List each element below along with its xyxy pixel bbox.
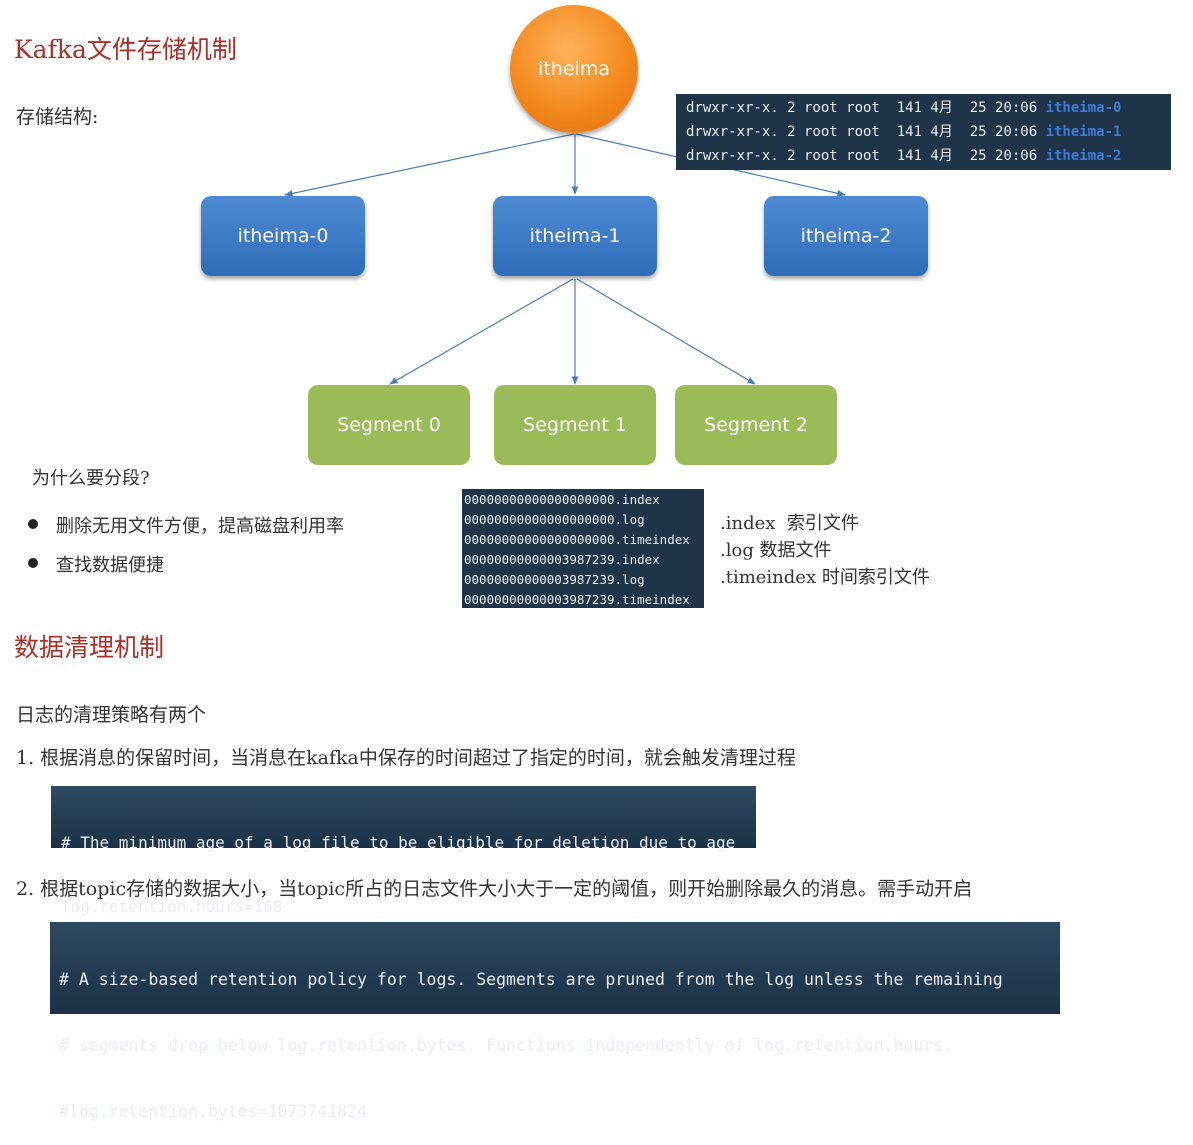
edge-p1-s2: [576, 278, 756, 385]
file-row: 00000000000003987239.index: [464, 552, 660, 567]
file-legend: .index 索引文件 .log 数据文件 .timeindex 时间索引文件: [720, 510, 930, 591]
listing-row: drwxr-xr-x. 2 root root 141 4月 25 20:06 …: [686, 144, 1171, 168]
code-line: # A size-based retention policy for logs…: [59, 970, 1003, 989]
segment-node-0: Segment 0: [308, 385, 470, 465]
code-block-retention-bytes: # A size-based retention policy for logs…: [50, 922, 1060, 1121]
root-node-label: itheima: [538, 58, 610, 80]
file-row: 00000000000000000000.index: [464, 492, 660, 507]
file-row: 00000000000000000000.timeindex: [464, 532, 690, 547]
bullet-dot: [28, 519, 38, 529]
cleanup-intro: 日志的清理策略有两个: [16, 704, 207, 726]
section-title-cleanup: 数据清理机制: [14, 633, 165, 662]
legend-timeindex: .timeindex 时间索引文件: [720, 567, 930, 588]
code-line: # segments drop below log.retention.byte…: [59, 1036, 954, 1055]
code-line: # The minimum age of a log file to be el…: [61, 833, 736, 852]
listing-meta: drwxr-xr-x. 2 root root 141 4月 25 20:06: [686, 100, 1046, 116]
listing-meta: drwxr-xr-x. 2 root root 141 4月 25 20:06: [686, 124, 1046, 140]
segment-label: Segment 2: [704, 414, 808, 436]
segment-label: Segment 0: [337, 414, 441, 436]
listing-dirname: itheima-2: [1045, 148, 1122, 164]
listing-row: drwxr-xr-x. 2 root root 141 4月 25 20:06 …: [686, 96, 1171, 120]
file-row: 00000000000000000000.log: [464, 512, 645, 527]
bullet-dot: [28, 558, 38, 568]
partition-label: itheima-1: [529, 225, 621, 247]
edge-root-p0: [284, 133, 575, 197]
why-bullet-1: 删除无用文件方便，提高磁盘利用率: [56, 516, 344, 537]
segment-files-listing: 00000000000000000000.index 0000000000000…: [462, 489, 704, 608]
why-bullet-2: 查找数据便捷: [56, 555, 164, 576]
partition-label: itheima-0: [237, 225, 329, 247]
partition-node-1: itheima-1: [493, 196, 657, 276]
listing-row: drwxr-xr-x. 2 root root 141 4月 25 20:06 …: [686, 120, 1171, 144]
listing-dirname: itheima-0: [1045, 100, 1122, 116]
directory-listing: drwxr-xr-x. 2 root root 141 4月 25 20:06 …: [676, 94, 1171, 170]
legend-index: .index 索引文件: [720, 513, 859, 534]
segment-label: Segment 1: [523, 414, 627, 436]
section-title-storage: Kafka文件存储机制: [14, 35, 237, 64]
code-line: log.retention.hours=168: [61, 897, 283, 916]
diagram-connectors: [284, 133, 846, 385]
structure-label: 存储结构:: [16, 106, 99, 128]
listing-dirname: itheima-1: [1045, 124, 1122, 140]
segment-node-1: Segment 1: [494, 385, 656, 465]
segment-node-2: Segment 2: [675, 385, 837, 465]
code-block-retention-hours: # The minimum age of a log file to be el…: [51, 786, 756, 916]
why-question: 为什么要分段?: [32, 468, 150, 489]
file-row: 00000000000003987239.timeindex: [464, 592, 690, 607]
cleanup-item-2: 2. 根据topic存储的数据大小，当topic所占的日志文件大小大于一定的阈值…: [16, 878, 973, 900]
file-row: 00000000000003987239.log: [464, 572, 645, 587]
partition-label: itheima-2: [800, 225, 892, 247]
edge-p1-s0: [389, 278, 574, 385]
partition-node-0: itheima-0: [201, 196, 365, 276]
code-line: #log.retention.bytes=1073741824: [59, 1102, 367, 1121]
cleanup-item-1: 1. 根据消息的保留时间，当消息在kafka中保存的时间超过了指定的时间，就会触…: [16, 747, 796, 769]
listing-meta: drwxr-xr-x. 2 root root 141 4月 25 20:06: [686, 148, 1046, 164]
partition-node-2: itheima-2: [764, 196, 928, 276]
legend-log: .log 数据文件: [720, 540, 832, 561]
root-node: itheima: [510, 5, 638, 133]
